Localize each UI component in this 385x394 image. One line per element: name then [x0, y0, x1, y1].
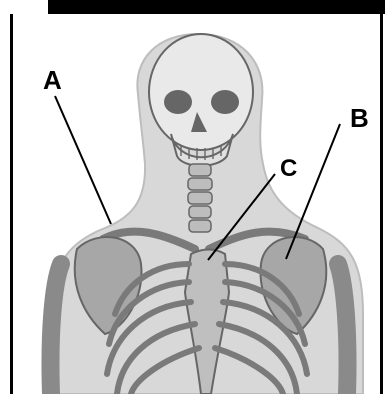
callout-c: C [280, 157, 297, 181]
callout-a: A [43, 67, 62, 93]
eye-socket-right [211, 90, 239, 114]
eye-socket-left [164, 90, 192, 114]
skeleton-diagram [13, 14, 383, 394]
humerus-right [338, 264, 348, 394]
diagram-frame: A B C [10, 14, 383, 394]
callout-b: B [350, 105, 369, 131]
humerus-left [50, 264, 61, 394]
top-black-bar [48, 0, 385, 14]
skull [149, 34, 253, 150]
cervical-spine [188, 164, 212, 232]
leader-line-a [55, 96, 111, 224]
